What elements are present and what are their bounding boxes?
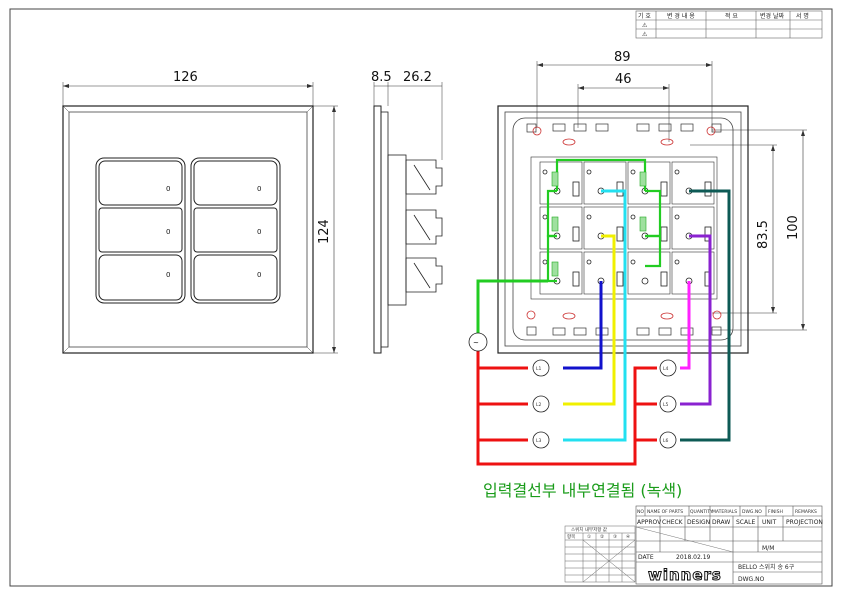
- switch-key-6: [193, 254, 278, 301]
- mini-table-h0: 항목: [567, 533, 575, 540]
- rev-row-1-symbol: ⚠: [642, 22, 648, 29]
- rear-view: 89 46 83.5 100: [497, 50, 807, 354]
- terminal-l3: [532, 431, 550, 449]
- tb-h-dwgno: DWG.NO: [742, 509, 762, 515]
- tb-check: CHECK: [662, 519, 684, 526]
- tb-h-remarks: REMARKS: [795, 509, 817, 515]
- title-block: [635, 505, 823, 585]
- input-internal-links: [546, 158, 662, 283]
- terminal-l5-label: L5: [663, 402, 669, 408]
- switch-key-4: [193, 160, 278, 206]
- switch-mark-4: 0: [257, 185, 261, 193]
- switch-key-2: [98, 207, 183, 253]
- tb-design: DESIGN: [687, 519, 710, 526]
- wire-l6: [680, 189, 731, 442]
- tb-draw: DRAW: [712, 519, 730, 526]
- mini-table-h4: ④: [626, 534, 630, 540]
- terminal-l4-label: L4: [663, 366, 669, 372]
- switch-mark-5: 0: [257, 228, 261, 236]
- side-dim-a: 8.5: [371, 70, 392, 85]
- switch-frame-left: [95, 157, 186, 304]
- tb-date-value: 2018.02.19: [676, 554, 711, 561]
- wire-input: [476, 279, 548, 333]
- rev-header-symbol: 기 호: [638, 12, 651, 20]
- front-plate-inner: [68, 111, 308, 348]
- side-view: 8.5 26.2: [371, 70, 443, 354]
- tb-scale: SCALE: [736, 519, 755, 526]
- wiring: [476, 189, 731, 466]
- terminal-l6: [659, 431, 677, 449]
- terminal-l5: [659, 395, 677, 413]
- terminal-l4: [659, 359, 677, 377]
- tb-h-finish: FINISH: [768, 509, 783, 515]
- front-plate-outer: [62, 105, 314, 354]
- wire-l5: [680, 234, 712, 406]
- wire-l3: [563, 189, 627, 442]
- source-terminal: [468, 332, 488, 352]
- wire-return: [476, 350, 657, 466]
- front-view: 126 124 0 0 0 0 0 0: [62, 70, 338, 354]
- terminal-l2: [532, 395, 550, 413]
- mini-table-h1: ①: [587, 534, 591, 540]
- tb-projection: PROJECTION: [786, 519, 823, 526]
- switch-mark-6: 0: [257, 271, 261, 279]
- rear-plate-inner: [512, 117, 734, 341]
- tb-dwgno-label: DWG.NO: [738, 576, 765, 583]
- rear-dim-83-5: 83.5: [756, 220, 771, 249]
- wire-l1: [563, 281, 603, 370]
- switch-mark-1: 0: [166, 185, 170, 193]
- tb-approv: APPROV: [637, 519, 662, 526]
- drawing-border: [9, 8, 833, 587]
- terminal-l2-label: L2: [536, 402, 542, 408]
- terminal-l1-label: L1: [536, 366, 542, 372]
- tb-date-label: DATE: [638, 554, 654, 561]
- rev-header-sign: 서 명: [796, 12, 809, 20]
- rev-header-date: 변경 날짜: [760, 12, 784, 20]
- internal-connection-note: 입력결선부 내부연결됨 (녹색): [483, 481, 682, 500]
- mini-resistance-table: [564, 525, 636, 583]
- wire-l4: [680, 281, 691, 370]
- tb-h-qty: QUANTITY: [690, 509, 713, 515]
- terminal-l1: [532, 359, 550, 377]
- switch-frame-right: [190, 157, 281, 304]
- rear-dim-89: 89: [614, 50, 631, 65]
- terminal-l6-label: L6: [663, 438, 669, 444]
- rev-header-change: 변 경 내 용: [667, 12, 695, 20]
- winners-logo: winners: [648, 566, 722, 584]
- mini-table-h2: ②: [600, 534, 604, 540]
- tb-title: BELLO 스위치 송 6구: [738, 563, 795, 571]
- switch-key-1: [98, 160, 183, 206]
- switch-key-3: [98, 254, 183, 301]
- rev-row-2-symbol: ⚠: [642, 31, 648, 38]
- rear-dim-46: 46: [615, 72, 632, 87]
- side-dim-b: 26.2: [403, 70, 432, 85]
- approval-marks: [635, 526, 734, 553]
- mini-table-title: 스위치 내부저항 값: [571, 526, 607, 533]
- front-width-dim: 126: [173, 70, 198, 85]
- switch-key-5: [193, 207, 278, 253]
- rear-plate-outer: [497, 105, 749, 354]
- tb-unit-value: M/M: [762, 545, 774, 552]
- tb-unit: UNIT: [762, 519, 777, 526]
- switch-mark-2: 0: [166, 228, 170, 236]
- mini-table-h3: ③: [613, 534, 617, 540]
- rev-header-summary: 적 요: [725, 13, 738, 20]
- tb-h-name: NAME OF PARTS: [647, 509, 683, 515]
- terminal-l3-label: L3: [536, 438, 542, 444]
- source-label: ~: [473, 339, 479, 347]
- tb-h-materials: MATERIALS: [712, 509, 737, 515]
- rear-dim-100: 100: [786, 215, 801, 240]
- terminals: ~ L1 L2 L3 L4 L5 L6: [468, 332, 677, 449]
- front-height-dim: 124: [317, 219, 332, 244]
- tb-h-no: NO: [637, 509, 644, 515]
- wire-l2: [563, 234, 616, 406]
- revision-table: [635, 10, 823, 39]
- switch-mark-3: 0: [166, 271, 170, 279]
